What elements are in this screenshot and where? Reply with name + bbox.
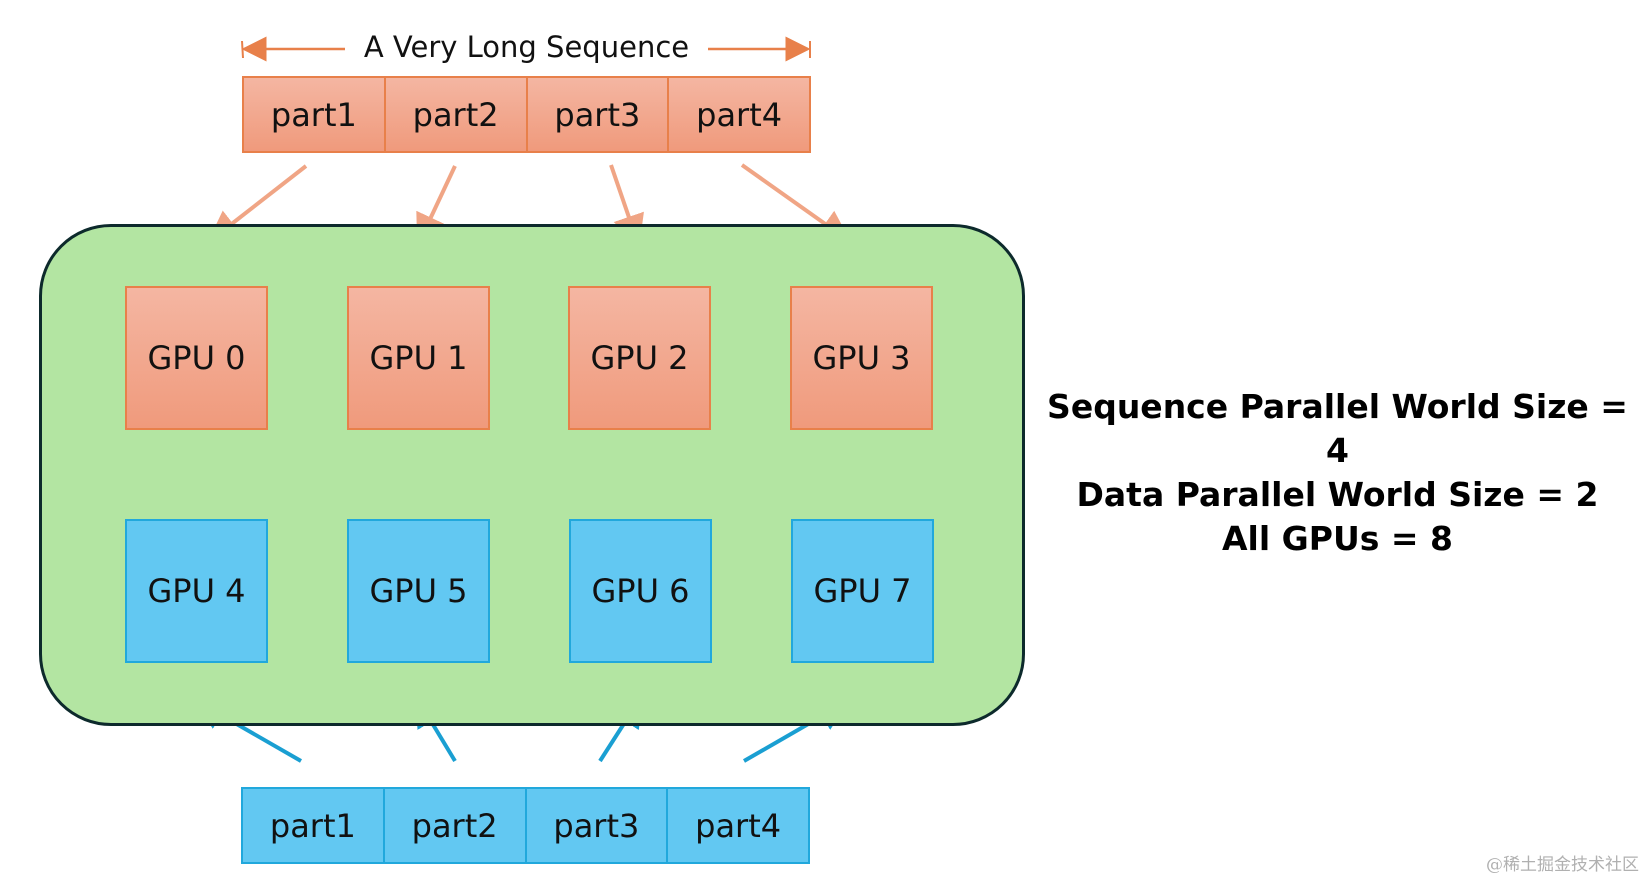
gpu-0: GPU 0 [125,286,268,430]
gpu-2: GPU 2 [568,286,711,430]
bottom-part-3: part3 [526,787,669,864]
arrow-part4-to-gpu3 [740,163,852,243]
bottom-part-2: part2 [384,787,527,864]
world-size-info: Sequence Parallel World Size = 4 Data Pa… [1030,385,1645,561]
arrow-part3-to-gpu2 [609,164,644,248]
bottom-sequence-bar: part1 part2 part3 part4 [241,787,810,864]
gpu-3: GPU 3 [790,286,933,430]
sequence-label: A Very Long Sequence [363,30,690,64]
top-part-3: part3 [527,76,670,153]
gpu-7: GPU 7 [791,519,934,663]
top-part-4: part4 [669,76,811,153]
gpu-6: GPU 6 [569,519,712,663]
arrow-part2-to-gpu1 [416,165,457,247]
sequence-parallel-size-text: Sequence Parallel World Size = 4 [1047,387,1628,470]
gpu-4: GPU 4 [125,519,268,663]
watermark: @稀土掘金技术社区 [1486,855,1639,875]
top-sequence-bar: part1 part2 part3 part4 [242,76,811,153]
all-gpus-text: All GPUs = 8 [1222,519,1453,558]
top-part-2: part2 [385,76,528,153]
bottom-part-4: part4 [668,787,810,864]
sequence-label-row: A Very Long Sequence [242,28,811,68]
bottom-part-1: part1 [241,787,385,864]
gpu-1: GPU 1 [347,286,490,430]
top-part-1: part1 [242,76,386,153]
data-parallel-size-text: Data Parallel World Size = 2 [1076,475,1599,514]
gpu-5: GPU 5 [347,519,490,663]
arrow-part1-to-gpu0 [207,164,308,243]
